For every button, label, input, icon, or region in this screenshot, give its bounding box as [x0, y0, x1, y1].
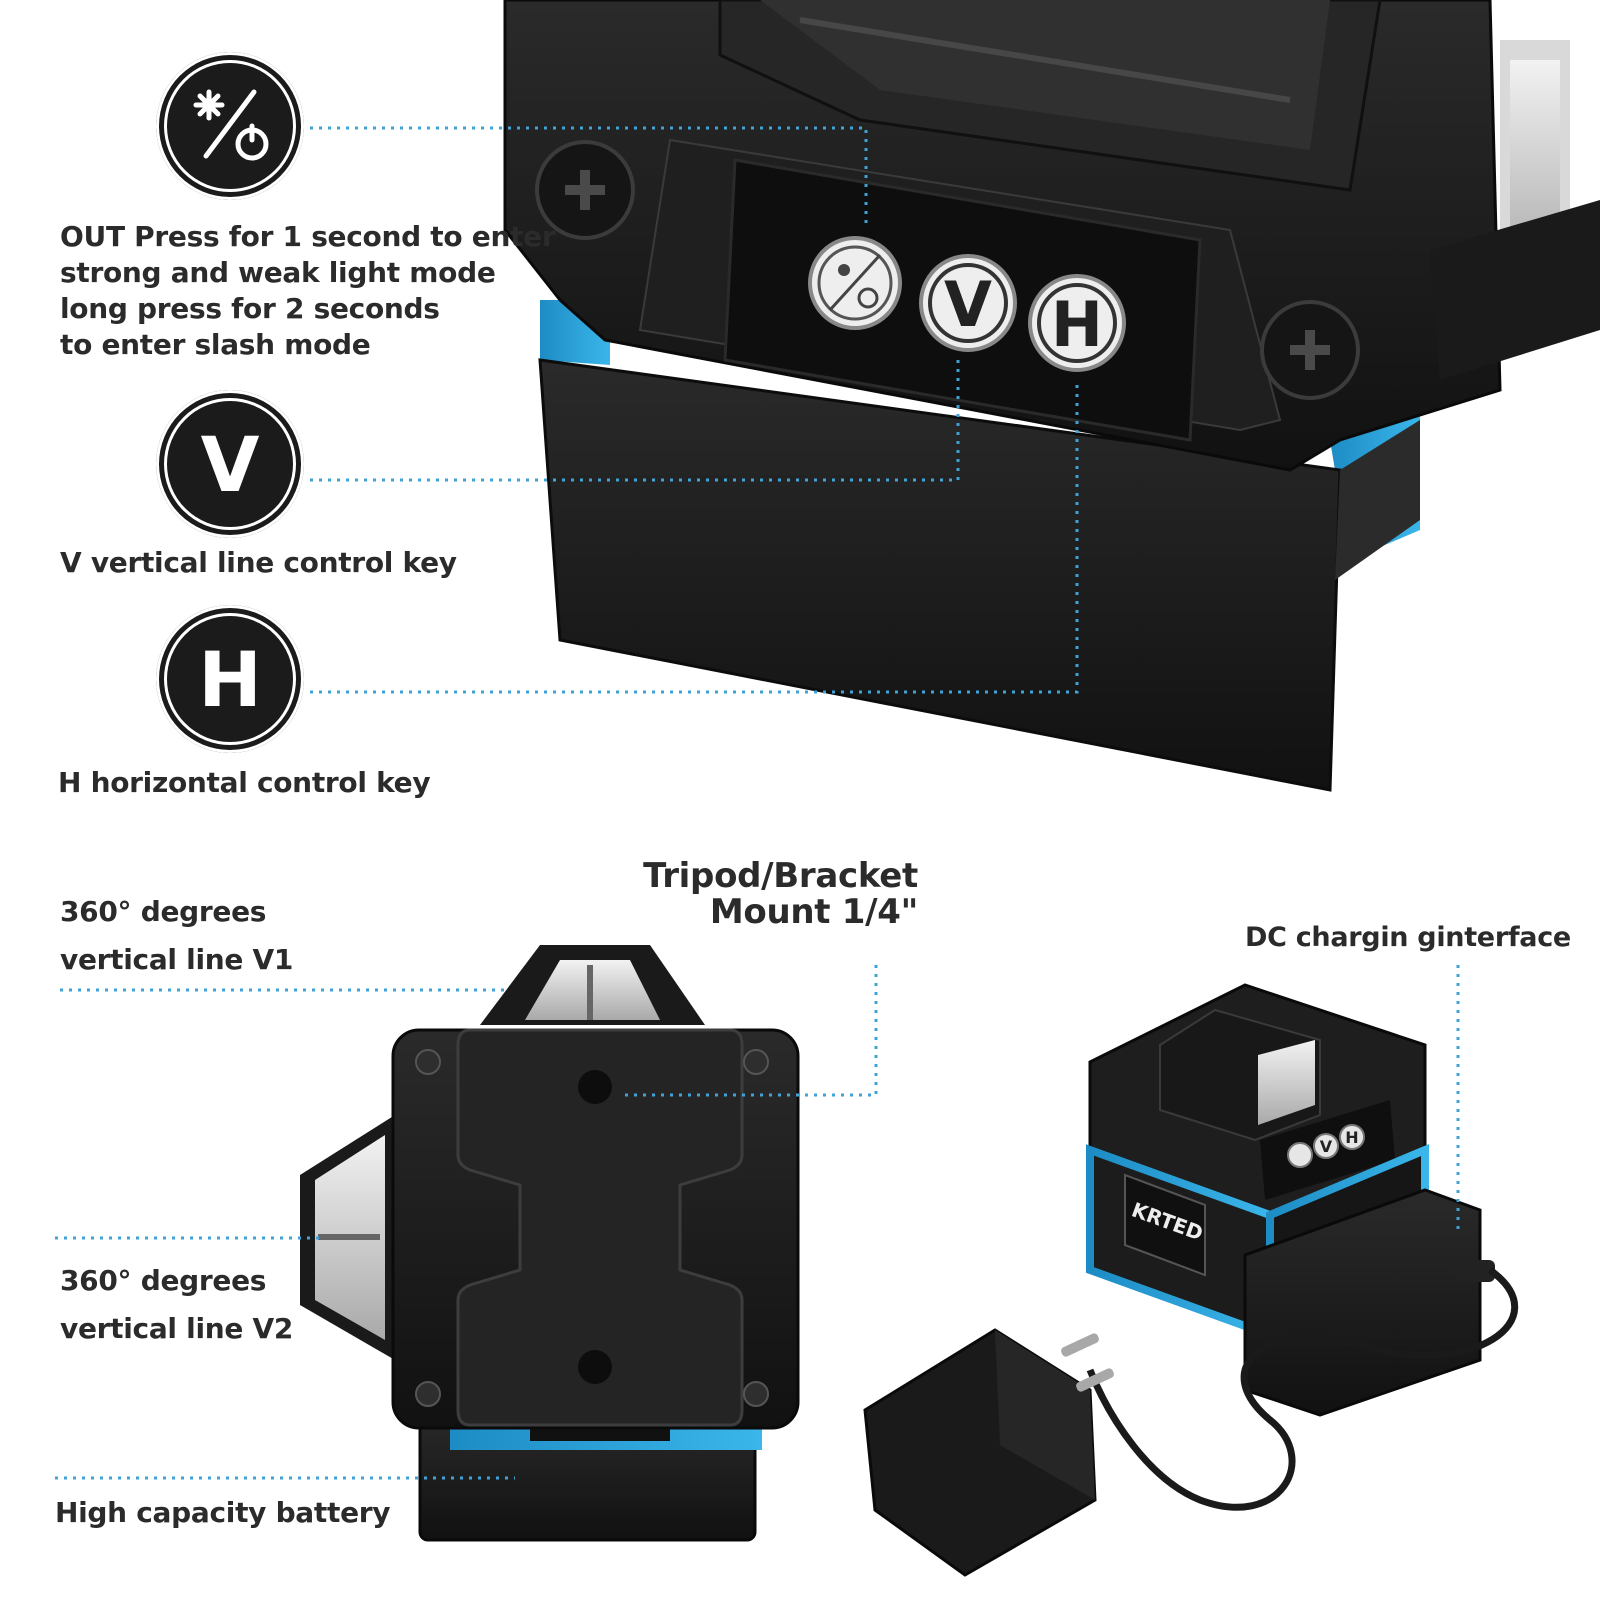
v-key-description: V vertical line control key [60, 546, 457, 579]
panel-button-h: H [1028, 274, 1126, 372]
out-key-line-2: strong and weak light mode [60, 256, 496, 289]
out-key-icon [156, 52, 304, 200]
panel-button-v: V [919, 254, 1017, 352]
v1-line-2: vertical line V1 [60, 943, 294, 976]
screw-left [535, 140, 635, 240]
out-key-line-4: to enter slash mode [60, 328, 371, 361]
v2-line-2: vertical line V2 [60, 1312, 294, 1345]
panel-button-out [808, 236, 902, 330]
v2-description: 360° degrees vertical line V2 [60, 1257, 293, 1353]
small-h-label: H [1345, 1128, 1358, 1147]
h-key-icon: H [156, 605, 304, 753]
v1-line-1: 360° degrees [60, 895, 267, 928]
full-device: V H KRTED [1086, 983, 1495, 1417]
v-glyph: V [200, 419, 260, 509]
small-v-label: V [1320, 1137, 1333, 1156]
leader-lines-top [310, 126, 1079, 694]
h-key-description: H horizontal control key [58, 766, 431, 799]
svg-text:V: V [944, 268, 992, 341]
battery-description: High capacity battery [55, 1496, 391, 1529]
mount-line-1: Tripod/Bracket [643, 856, 918, 896]
h-glyph: H [198, 634, 262, 724]
screw-right [1260, 300, 1360, 400]
rear-view-device [300, 945, 800, 1542]
dc-interface-description: DC chargin ginterface [1245, 922, 1571, 953]
charger-adapter [863, 1328, 1114, 1577]
closeup-device [503, 0, 1600, 792]
v-key-icon: V [156, 390, 304, 538]
out-key-line-1: OUT Press for 1 second to enter [60, 220, 556, 253]
sun-power-icon [193, 89, 269, 161]
mount-description: Tripod/Bracket Mount 1/4" [640, 858, 918, 930]
svg-text:H: H [1051, 288, 1103, 361]
v2-line-1: 360° degrees [60, 1264, 267, 1297]
out-key-line-3: long press for 2 seconds [60, 292, 440, 325]
leader-lines-bottom-left [55, 965, 878, 1480]
out-key-description: OUT Press for 1 second to enter strong a… [60, 219, 556, 363]
mount-line-2: Mount 1/4" [709, 892, 918, 932]
charger-cable [1086, 1267, 1518, 1511]
v1-description: 360° degrees vertical line V1 [60, 888, 293, 984]
